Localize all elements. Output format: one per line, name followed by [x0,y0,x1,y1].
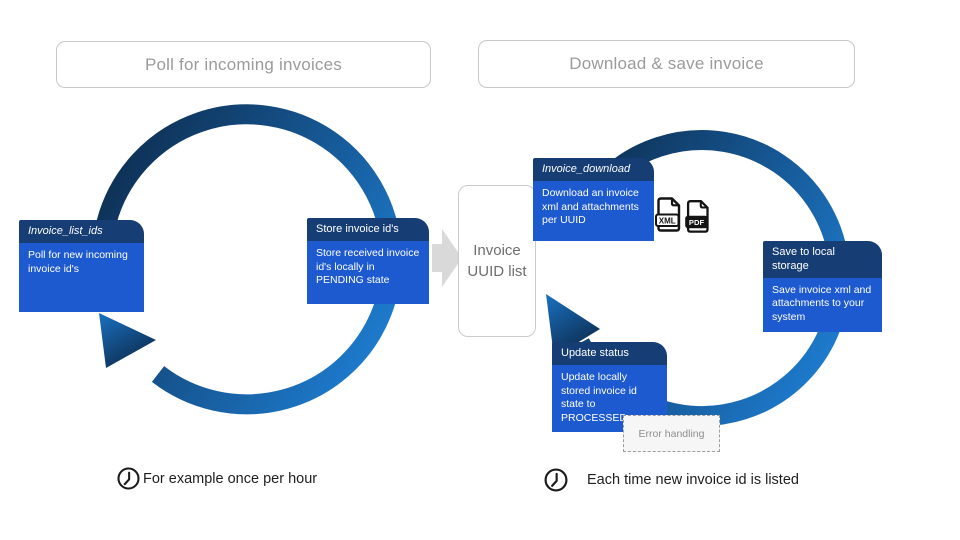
left-cycle-arrow-icon [91,104,402,415]
save-to-local-storage-box: Save to local storage Save invoice xml a… [763,241,882,332]
store-invoice-ids-header: Store invoice id's [307,218,429,241]
error-handling-box: Error handling [623,415,720,452]
pdf-file-icon: PDF [685,200,709,233]
right-caption: Each time new invoice id is listed [543,467,799,493]
error-handling-label: Error handling [638,427,705,440]
right-arrow-icon [432,229,462,287]
invoice-download-box: Invoice_download Download an invoice xml… [533,158,654,241]
clock-icon [117,467,140,490]
update-status-header: Update status [552,342,667,365]
section-title-poll-label: Poll for incoming invoices [144,54,342,74]
xml-file-icon: XML [655,197,681,232]
update-status-body: Update locally stored invoice id state t… [552,364,667,433]
left-caption-label: For example once per hour [143,470,318,487]
store-invoice-ids-box: Store invoice id's Store received invoic… [307,218,429,304]
invoice-list-ids-box: Invoice_list_ids Poll for new incoming i… [19,220,144,312]
clock-icon [544,468,568,492]
update-status-box: Update status Update locally stored invo… [552,342,667,433]
right-caption-label: Each time new invoice id is listed [587,472,799,488]
invoice-uuid-list-box: Invoice UUID list [458,185,536,337]
svg-text:XML: XML [659,217,676,226]
invoice-list-ids-body: Poll for new incoming invoice id's [19,242,144,312]
invoice-uuid-list-label: Invoice UUID list [467,242,527,280]
store-invoice-ids-body: Store received invoice id's locally in P… [307,240,429,304]
svg-text:PDF: PDF [689,218,705,227]
save-to-local-storage-body: Save invoice xml and attachments to your… [763,277,882,332]
invoice-download-header: Invoice_download [533,158,654,181]
invoice-download-body: Download an invoice xml and attachments … [533,180,654,241]
section-title-download: Download & save invoice [478,40,855,88]
left-caption: For example once per hour [116,466,317,491]
invoice-list-ids-header: Invoice_list_ids [19,220,144,243]
save-to-local-storage-header: Save to local storage [763,241,882,278]
section-title-download-label: Download & save invoice [569,54,764,73]
section-title-poll: Poll for incoming invoices [56,41,431,88]
